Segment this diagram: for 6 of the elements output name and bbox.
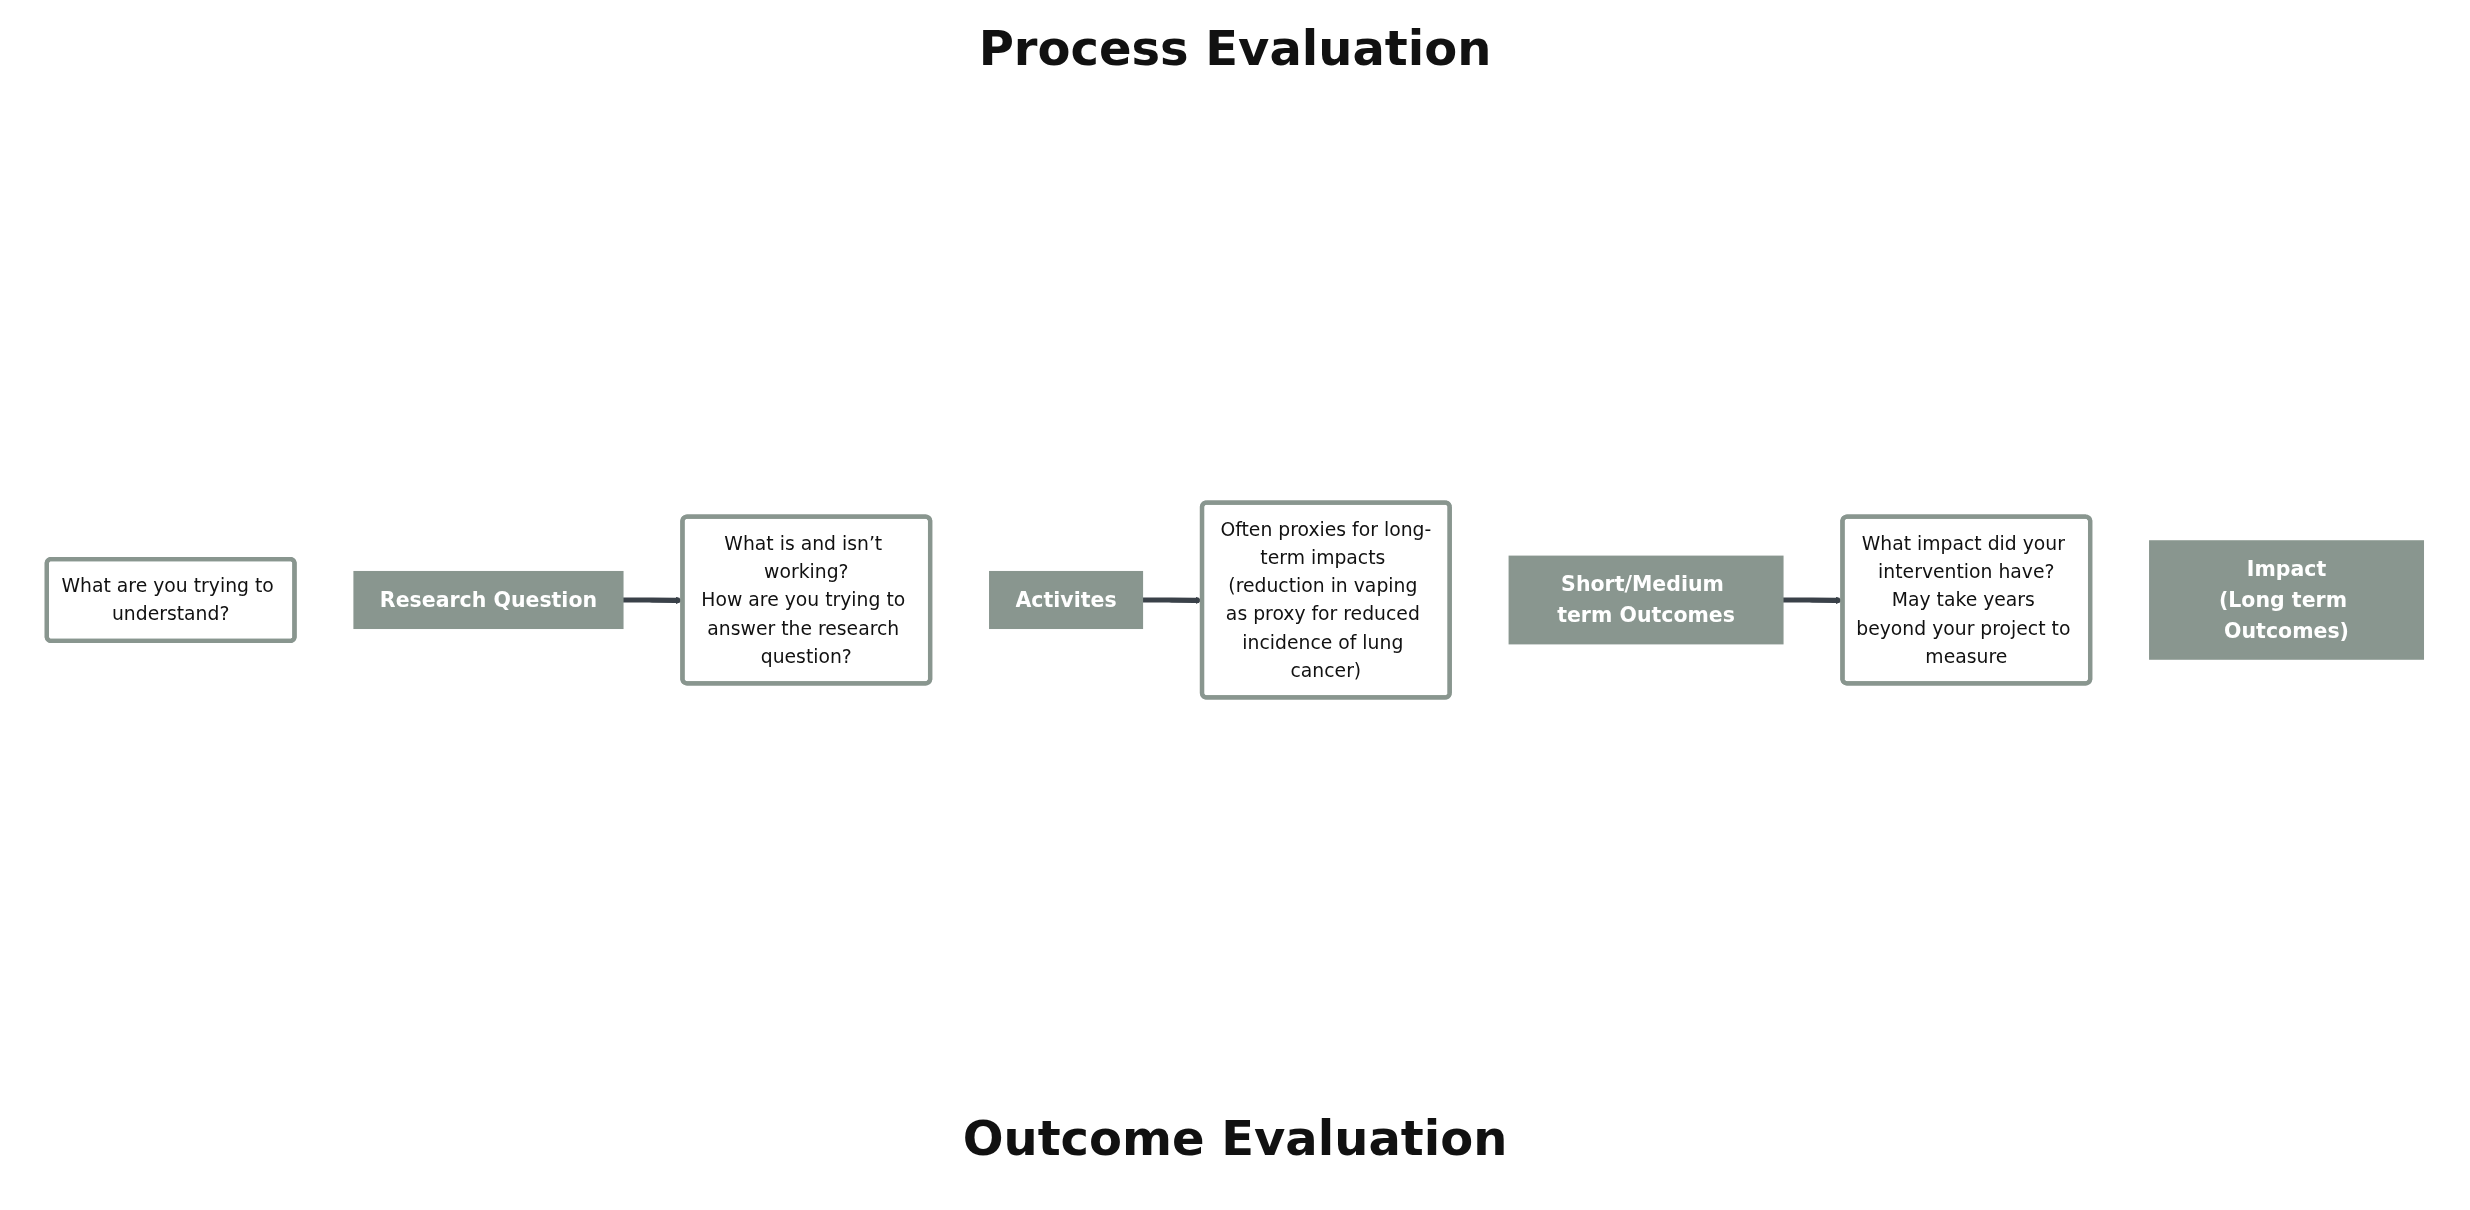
node-box: Activites: [989, 570, 1144, 630]
node-box: Research Question: [353, 570, 624, 630]
section-heading: Outcome Evaluation: [961, 1110, 1509, 1166]
node-box: Impact (Long term Outcomes): [2149, 540, 2425, 660]
node-box: Short/Medium term Outcomes: [1508, 555, 1784, 645]
section-heading: Process Evaluation: [977, 20, 1493, 76]
